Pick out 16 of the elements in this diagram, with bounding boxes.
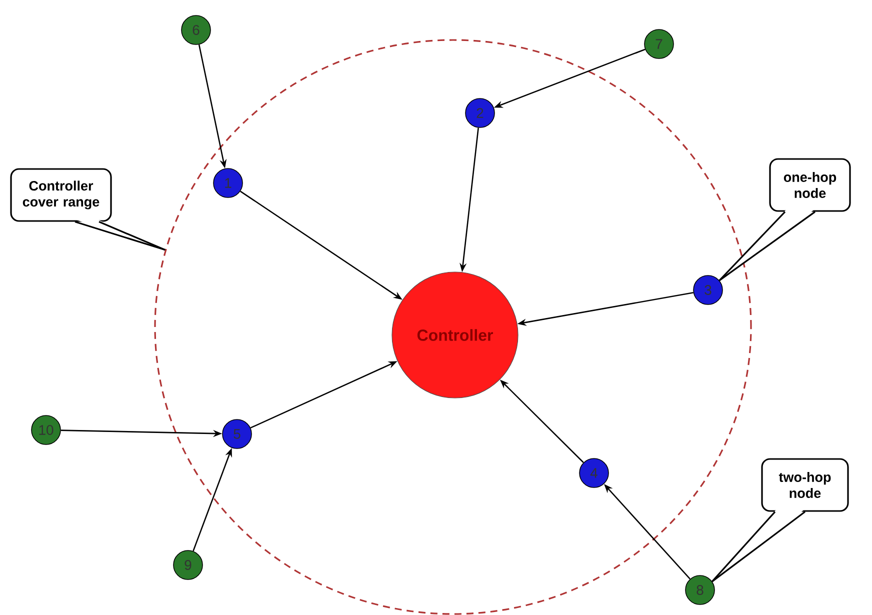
callout-tail (712, 510, 806, 582)
network-node: 5 (222, 419, 252, 449)
network-node: 10 (31, 415, 61, 445)
callout-box: one-hop node (769, 158, 851, 212)
network-node: 8 (685, 575, 715, 605)
network-node: 3 (693, 275, 723, 305)
network-node: 4 (579, 458, 609, 488)
network-node: 9 (173, 550, 203, 580)
callout-tail (718, 210, 816, 282)
callout-box: two-hop node (761, 458, 849, 512)
network-node: 1 (213, 168, 243, 198)
network-node: 2 (465, 98, 495, 128)
range-circle (154, 39, 752, 615)
callout-tail (74, 220, 166, 251)
network-node: 6 (181, 15, 211, 45)
network-node: 7 (644, 29, 674, 59)
